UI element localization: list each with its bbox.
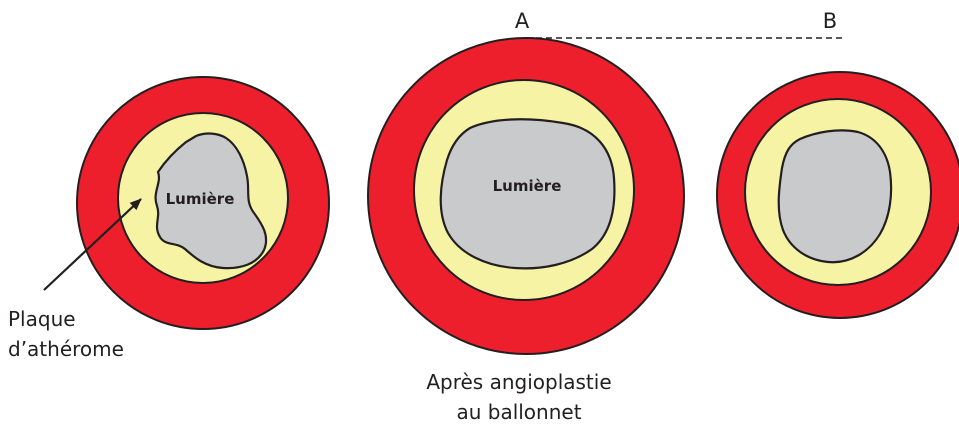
lumen-label-left: Lumière [166, 190, 235, 208]
after-angioplasty-caption-line1: Après angioplastie [426, 370, 611, 394]
marker-b: B [823, 9, 837, 33]
lumen-label-middle: Lumière [493, 177, 562, 195]
artery-after-angioplasty: Lumière [368, 38, 684, 354]
artery-stenosed: Lumière [77, 77, 329, 329]
lumen-right [779, 130, 891, 262]
marker-a: A [515, 9, 530, 33]
plaque-caption-line1: Plaque [8, 307, 76, 331]
after-angioplasty-caption-line2: au ballonnet [456, 400, 581, 424]
artery-later [717, 72, 959, 318]
plaque-caption-line2: d’athérome [8, 337, 124, 361]
